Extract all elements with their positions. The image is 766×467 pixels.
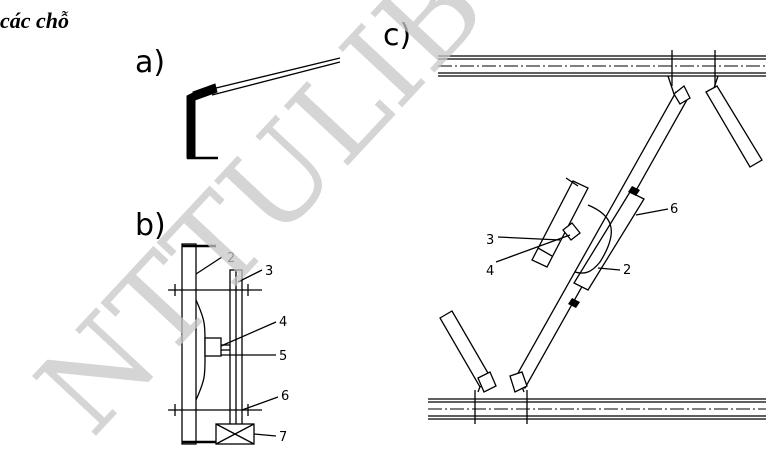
label-c-6: 6 <box>670 202 678 217</box>
panel-label-a: a) <box>135 45 165 80</box>
watermark-text: NTTULIB <box>12 0 512 460</box>
drawing-b-assembly <box>168 243 279 445</box>
heading-text: các chỗ <box>0 8 70 33</box>
label-b-3: 3 <box>265 264 273 279</box>
panel-label-b: b) <box>135 208 166 243</box>
label-c-3: 3 <box>486 233 494 248</box>
drawing-a-tool <box>186 57 341 160</box>
label-b-2: 2 <box>227 251 235 266</box>
label-b-6: 6 <box>281 389 289 404</box>
panel-label-c: c) <box>383 18 411 53</box>
label-b-4: 4 <box>279 315 287 330</box>
label-b-5: 5 <box>279 349 287 364</box>
label-c-2: 2 <box>623 263 631 278</box>
label-b-7: 7 <box>279 430 287 445</box>
label-c-4: 4 <box>486 264 494 279</box>
drawing-c-frame <box>428 50 766 424</box>
